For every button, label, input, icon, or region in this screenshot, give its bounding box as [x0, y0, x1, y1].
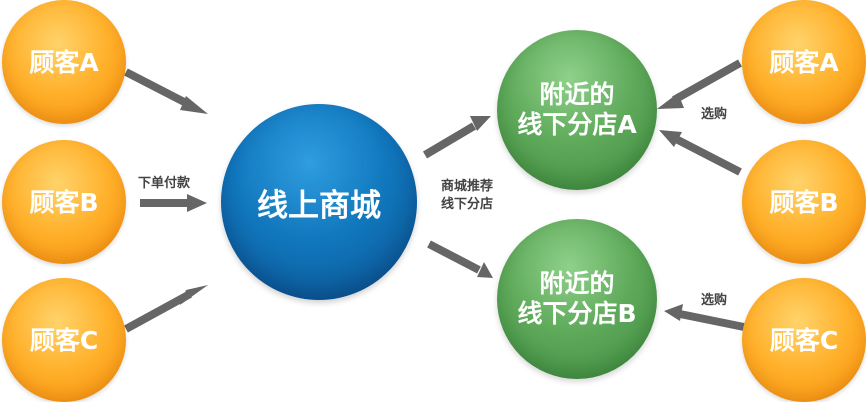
- left-customer-a-node: 顾客A: [2, 0, 126, 124]
- arrow-right-customer-c-to-store-b: [664, 304, 745, 331]
- right-customer-a-label: 顾客A: [769, 47, 839, 77]
- left-customer-b-node: 顾客B: [2, 140, 126, 264]
- right-customer-b-node: 顾客B: [742, 140, 866, 264]
- right-customer-c-node: 顾客C: [742, 278, 866, 402]
- arrow-mall-to-store-a: [422, 116, 491, 159]
- arrow-left-customer-c-to-mall: [124, 285, 208, 333]
- arrow-right-customer-a-to-store-a: [657, 59, 742, 109]
- right-customer-a-node: 顾客A: [742, 0, 866, 124]
- left-customer-c-label: 顾客C: [29, 325, 99, 355]
- left-customer-a-label: 顾客A: [29, 47, 99, 77]
- store-b-purchase-label: 选购: [701, 293, 728, 308]
- store-a-label-line2: 线下分店A: [517, 110, 637, 139]
- online-mall-node: 线上商城: [221, 104, 417, 300]
- recommend-label-line1: 商城推荐: [441, 179, 494, 194]
- online-mall-label: 线上商城: [257, 187, 381, 224]
- store-b-label-line2: 线下分店B: [517, 299, 637, 328]
- store-a-purchase-label: 选购: [701, 107, 728, 122]
- store-a-node: 附近的 线下分店A: [497, 30, 657, 190]
- arrow-left-customer-b-to-mall: [140, 194, 207, 212]
- store-a-label-line1: 附近的: [539, 80, 615, 109]
- arrow-left-customer-a-to-mall: [124, 68, 208, 114]
- left-customer-c-node: 顾客C: [2, 278, 126, 402]
- store-b-label-wrapper: 附近的 线下分店B: [517, 269, 636, 329]
- left-customer-b-label: 顾客B: [29, 187, 99, 217]
- store-a-label-wrapper: 附近的 线下分店A: [517, 80, 636, 140]
- right-customer-c-label: 顾客C: [769, 325, 839, 355]
- right-customer-b-label: 顾客B: [769, 187, 839, 217]
- arrow-right-customer-b-to-store-a: [659, 130, 742, 176]
- mall-recommend-store-label: 商城推荐 线下分店: [441, 178, 493, 213]
- store-b-label-line1: 附近的: [539, 269, 615, 298]
- recommend-label-line2: 线下分店: [441, 196, 494, 212]
- arrow-mall-to-store-b: [427, 240, 493, 278]
- payment-flow-label: 下单付款: [138, 176, 191, 191]
- store-b-node: 附近的 线下分店B: [497, 219, 657, 379]
